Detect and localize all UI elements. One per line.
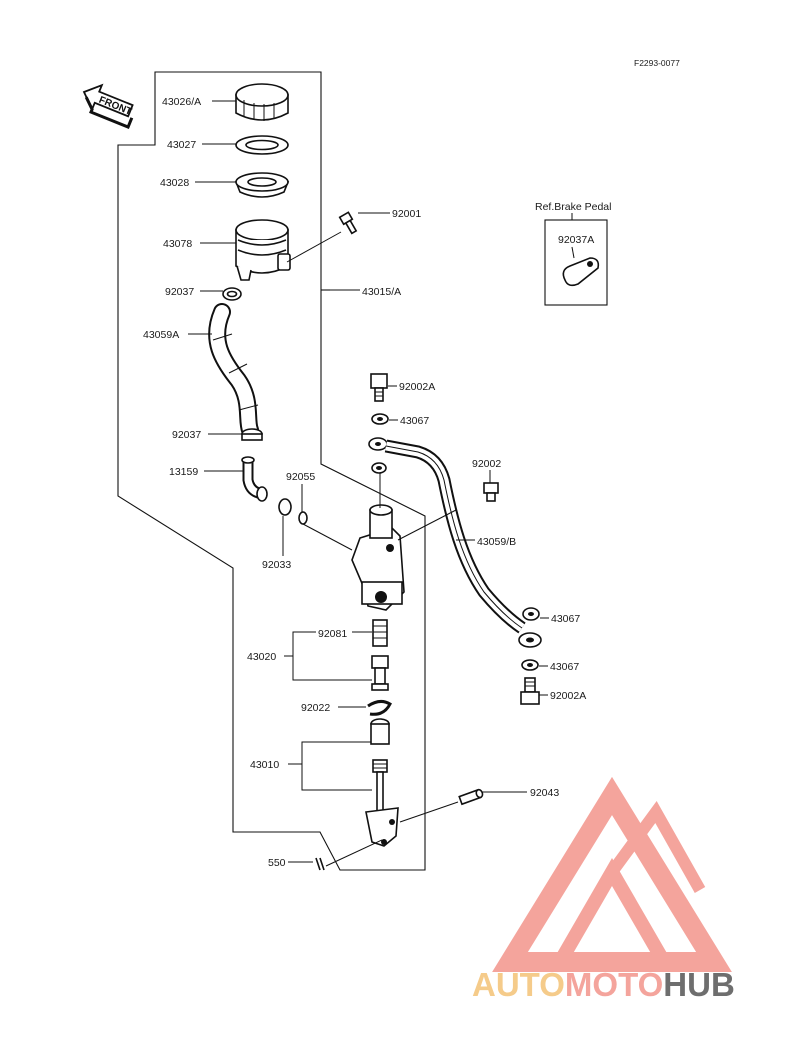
pin-92043 [458, 788, 484, 806]
master-cylinder-body [351, 504, 405, 611]
label-43020: 43020 [247, 651, 276, 663]
front-arrow-icon: FRONT [82, 83, 134, 130]
clamp-92037-lower [241, 428, 263, 441]
banjo-bolt-lower [520, 677, 540, 705]
label-43026A: 43026/A [162, 96, 201, 108]
label-43027: 43027 [167, 139, 196, 151]
label-43015A: 43015/A [362, 286, 401, 298]
spring-92081 [372, 619, 388, 647]
watermark-text-segment: HUB [663, 966, 735, 1003]
label-43059A: 43059A [143, 329, 179, 341]
label-92037-top: 92037 [165, 286, 194, 298]
clip-part-92037A [562, 257, 600, 287]
diagram-code: F2293-0077 [634, 58, 680, 68]
circlip-92022 [367, 699, 392, 716]
brake-hose [368, 437, 542, 648]
bolt-92001 [338, 211, 358, 235]
label-13159: 13159 [169, 466, 198, 478]
clamp-92037-top [222, 287, 242, 301]
label-550: 550 [268, 857, 286, 869]
label-92037A: 92037A [558, 234, 594, 246]
label-43078: 43078 [163, 238, 192, 250]
label-92033: 92033 [262, 559, 291, 571]
label-92002A-low: 92002A [550, 690, 586, 702]
boot-43010 [370, 718, 390, 745]
label-92002: 92002 [472, 458, 501, 470]
bolt-92002 [483, 482, 499, 502]
reservoir-hose [208, 303, 259, 439]
watermark-text-segment: AUTO [472, 966, 565, 1003]
label-92022: 92022 [301, 702, 330, 714]
watermark-text: AUTOMOTOHUB [472, 966, 735, 1003]
diaphragm [234, 172, 290, 198]
reservoir-cap [235, 83, 289, 121]
label-43067-1: 43067 [400, 415, 429, 427]
label-43067-3: 43067 [550, 661, 579, 673]
label-43010: 43010 [250, 759, 279, 771]
label-92037-lower: 92037 [172, 429, 201, 441]
reservoir-body [235, 219, 291, 281]
pushrod-43010 [365, 759, 399, 847]
label-92081: 92081 [318, 628, 347, 640]
hose-elbow [241, 456, 268, 502]
ref-box [544, 219, 608, 306]
label-43028: 43028 [160, 177, 189, 189]
oring-92055 [298, 511, 308, 525]
diaphragm-plate [235, 135, 289, 155]
cotter-pin-550 [315, 857, 325, 871]
label-43067-2: 43067 [551, 613, 580, 625]
label-92002A-top: 92002A [399, 381, 435, 393]
banjo-bolt-top [370, 373, 388, 402]
piston-43020 [371, 655, 389, 691]
oring-92033 [278, 498, 292, 516]
ref-title: Ref.Brake Pedal [535, 201, 611, 213]
label-92055: 92055 [286, 471, 315, 483]
watermark-logo-icon [492, 776, 732, 972]
assembly-frame [117, 71, 426, 871]
label-92043: 92043 [530, 787, 559, 799]
label-43059B: 43059/B [477, 536, 516, 548]
watermark-text-segment: MOTO [565, 966, 663, 1003]
label-92001: 92001 [392, 208, 421, 220]
